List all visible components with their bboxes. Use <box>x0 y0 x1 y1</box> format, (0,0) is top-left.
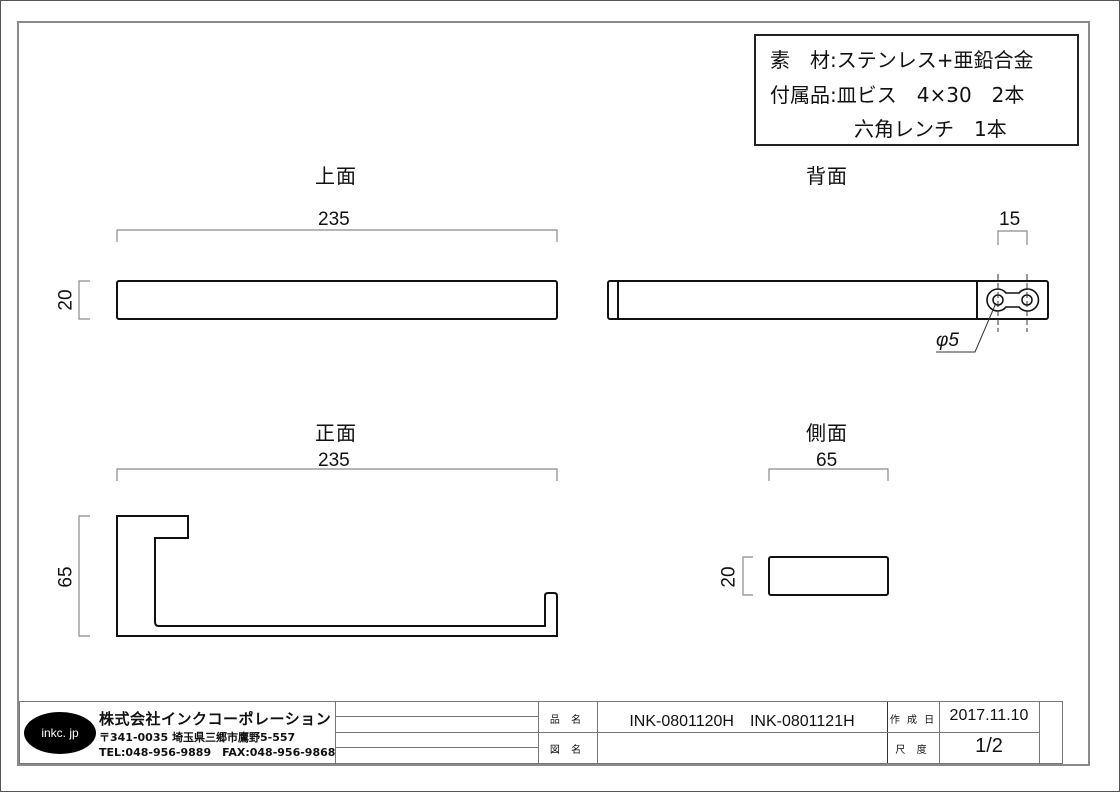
side-width-dim: 65 <box>816 450 838 471</box>
tb-divider <box>1039 702 1040 763</box>
material-line: 素 材:ステンレス+亜鉛合金 <box>770 44 1034 73</box>
view-title-top: 上面 <box>315 164 357 188</box>
front-width-dim: 235 <box>318 450 350 471</box>
part-outlines <box>116 280 1049 637</box>
accessories-line: 付属品:皿ビス 4×30 2本 <box>770 79 1024 108</box>
tb-divider <box>335 716 538 717</box>
spec-box: 素 材:ステンレス+亜鉛合金 付属品:皿ビス 4×30 2本 六角レンチ 1本 <box>754 34 1079 146</box>
drawing-name-label: 図 名 <box>549 745 586 756</box>
side-view-outline <box>768 556 889 596</box>
view-title-front: 正面 <box>315 421 357 445</box>
dimension-lines <box>78 229 1028 637</box>
tb-divider <box>335 747 538 748</box>
front-view-outline <box>116 515 558 637</box>
company-logo: inkc. jp <box>24 712 96 754</box>
company-address: 〒341-0035 埼玉県三郷市鷹野5-557 <box>99 731 296 744</box>
back-view-outline <box>607 280 1049 320</box>
view-title-side: 側面 <box>806 421 848 445</box>
sheet-inner-border <box>17 21 1090 766</box>
accessory-wrench: 六角レンチ 1本 <box>854 117 1007 141</box>
material-value: ステンレス+亜鉛合金 <box>836 48 1034 72</box>
top-view-outline <box>116 280 558 320</box>
product-name-value: INK-0801120H INK-0801121H <box>629 713 855 730</box>
tb-divider <box>335 732 1039 733</box>
created-date-label: 作 成 日 <box>889 715 937 726</box>
product-name-label: 品 名 <box>549 715 586 726</box>
accessory-screws: 皿ビス 4×30 2本 <box>836 83 1025 107</box>
material-label: 素 材: <box>770 48 837 72</box>
created-date-value: 2017.11.10 <box>949 707 1029 724</box>
accessories-label: 付属品: <box>770 83 837 107</box>
company-name: 株式会社インクコーポレーション <box>99 710 332 728</box>
title-block: 品 名 INK-0801120H INK-0801121H 図 名 作 成 日 … <box>19 701 1063 764</box>
company-contact: TEL:048-956-9889 FAX:048-956-9868 <box>99 746 336 759</box>
back-hole-pitch-dim: 15 <box>999 209 1021 230</box>
leader-line <box>936 302 997 353</box>
center-lines <box>997 274 1028 332</box>
view-title-back: 背面 <box>806 164 848 188</box>
back-hole-dia-dim: φ5 <box>936 330 959 351</box>
scale-value: 1/2 <box>975 735 1003 757</box>
scale-label: 尺 度 <box>895 745 931 756</box>
top-width-dim: 235 <box>318 209 350 230</box>
